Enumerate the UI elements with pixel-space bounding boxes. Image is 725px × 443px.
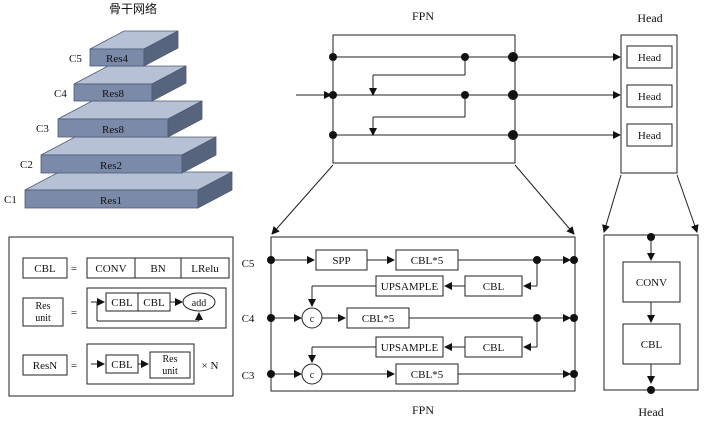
legend-resunit-name-line2: unit [35,313,51,324]
head-box-2-label: Head [638,91,662,103]
backbone-level-c1: C1 [4,194,17,206]
backbone-pyramid: 骨干网络 Res1 C1 Res2 C2 Res8 C3 [4,1,233,209]
backbone-block-c4: Res8 [102,88,125,100]
legend-resunit-add: add [192,298,206,309]
concat-2-label: c [310,370,315,381]
cbl-1-label: CBL [483,281,505,293]
fpn-detail-level-c4: C4 [242,313,255,325]
legend-resunit-cbl-a: CBL [111,297,133,309]
head-box-3 [626,123,673,147]
head-box-2 [626,84,673,108]
backbone-level-c5: C5 [69,53,82,65]
fpn-detail-level-c5: C5 [242,258,255,270]
legend-cbl-conv: CONV [95,263,126,275]
fpn-detail-level-c3: C3 [242,370,255,382]
spp-label: SPP [332,255,350,267]
legend: CBL = CONV BN LRelu Res unit = CBL CBL a… [8,236,234,397]
legend-resn-name-box [22,354,68,376]
backbone-slab-c1: Res1 C1 [4,171,233,209]
legend-resn-eq: = [71,360,77,372]
legend-resn-cbl: CBL [111,359,133,371]
head-column: Head Head Head Head [620,11,678,174]
backbone-level-c2: C2 [20,159,33,171]
fpn-zoom-line-right [514,164,575,235]
legend-cbl-eq: = [71,263,77,275]
cbl5-top-label: CBL*5 [411,255,444,267]
head-zoom-line-right [676,174,699,233]
backbone-level-c4: C4 [54,88,67,100]
head-detail-title: Head [638,405,663,419]
backbone-title: 骨干网络 [109,1,157,16]
cbl5-mid-label: CBL*5 [362,313,395,325]
cbl5-bot-label: CBL*5 [411,369,444,381]
fpn-top-title: FPN [412,9,434,23]
head-zoom-line-left [602,174,622,233]
concat-1-label: c [310,314,315,325]
head-box-1-label: Head [638,52,662,64]
cbl-2-label: CBL [483,342,505,354]
legend-resunit-name-line1: Res [36,301,51,312]
fpn-compact-box [332,34,516,164]
legend-cbl-name-box [22,257,68,279]
legend-resn-res-line1: Res [163,354,178,365]
fpn-zoom-line-left [271,164,334,235]
head-conv-box [622,261,681,303]
legend-resn-name: ResN [33,360,58,372]
legend-resunit-cbl-b: CBL [143,297,165,309]
upsample-1-label: UPSAMPLE [381,281,439,293]
backbone-block-c5: Res4 [106,53,129,65]
fpn-detail-title: FPN [412,403,434,417]
legend-cbl-lrelu: LRelu [191,263,219,275]
backbone-block-c3: Res8 [102,124,125,136]
fpn-detail: C5 C4 C3 SPP CBL*5 CBL UPSAMPLE c CBL*5 [242,236,578,417]
backbone-slab-c2: Res2 C2 [20,136,217,174]
legend-cbl-name: CBL [34,263,56,275]
backbone-block-c2: Res2 [100,160,122,172]
fpn-compact: FPN [329,9,621,164]
head-box-1 [626,45,673,69]
head-cbl-label: CBL [641,339,663,351]
backbone-slab-c5: Res4 C5 [69,30,179,67]
backbone-slab-c4: Res8 C4 [54,65,187,102]
legend-cbl-bn: BN [150,263,165,275]
upsample-2-label: UPSAMPLE [381,342,439,354]
backbone-slab-c3: Res8 C3 [36,100,203,138]
backbone-block-c1: Res1 [100,195,122,207]
head-detail: CONV CBL Head [603,233,699,419]
legend-resunit-eq: = [71,307,77,319]
legend-resunit-name-box [22,297,64,327]
legend-resn-res-line2: unit [162,366,178,377]
legend-resn-times: × N [202,360,219,372]
backbone-level-c3: C3 [36,123,49,135]
head-conv-label: CONV [636,277,667,289]
head-column-title: Head [637,11,662,25]
head-box-3-label: Head [638,130,662,142]
